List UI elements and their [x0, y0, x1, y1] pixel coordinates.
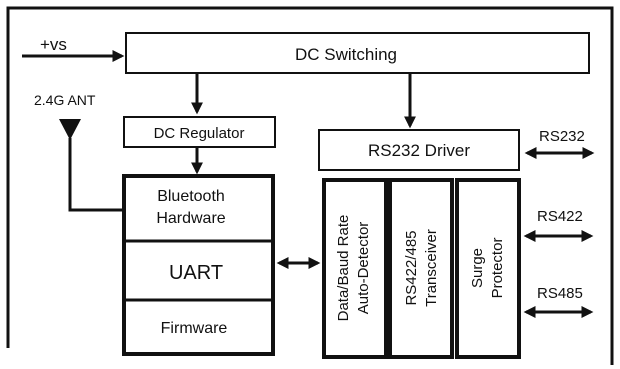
- rs232-driver-label: RS232 Driver: [368, 141, 470, 160]
- port-rs485: RS485: [523, 285, 594, 318]
- bluetooth-hardware-label-line1: Bluetooth: [157, 188, 225, 205]
- surge-protector-label-line2: Protector: [489, 238, 506, 299]
- transceiver-label-line2: Transceiver: [423, 229, 440, 307]
- dc-switching-block: DC Switching: [125, 32, 590, 74]
- rs232-driver-block: RS232 Driver: [318, 129, 520, 171]
- firmware-label: Firmware: [161, 320, 228, 337]
- auto-detector-label-line2: Auto-Detector: [355, 222, 372, 315]
- port-rs422-label: RS422: [537, 208, 583, 225]
- antenna-wire: [68, 138, 124, 212]
- dc-regulator-block: DC Regulator: [123, 116, 276, 148]
- port-rs422: RS422: [523, 208, 594, 242]
- power-input: +vs: [22, 35, 125, 62]
- antenna: 2.4G ANT: [34, 92, 124, 212]
- dc-regulator-label: DC Regulator: [154, 125, 245, 142]
- surge-protector-label-line1: Surge: [469, 248, 486, 288]
- port-rs232-label: RS232: [539, 128, 585, 145]
- outer-frame: [6, 6, 614, 365]
- auto-detector-label-line1: Data/Baud Rate: [335, 215, 352, 322]
- auto-detector-block: Data/Baud Rate Auto-Detector: [322, 178, 388, 359]
- port-rs485-label: RS485: [537, 285, 583, 302]
- dc-switching-label: DC Switching: [295, 45, 397, 64]
- antenna-icon: [59, 119, 81, 140]
- bluetooth-hardware-label-line2: Hardware: [156, 210, 225, 227]
- transceiver-label-line1: RS422/485: [403, 230, 420, 305]
- port-rs232: RS232: [524, 128, 595, 159]
- power-input-label: +vs: [40, 35, 67, 54]
- bluetooth-module: Bluetooth Hardware UART Firmware: [122, 174, 275, 356]
- transceiver-block: RS422/485 Transceiver: [388, 178, 454, 359]
- antenna-label: 2.4G ANT: [34, 92, 96, 108]
- surge-protector-block: Surge Protector: [455, 178, 521, 359]
- uart-label: UART: [169, 262, 223, 284]
